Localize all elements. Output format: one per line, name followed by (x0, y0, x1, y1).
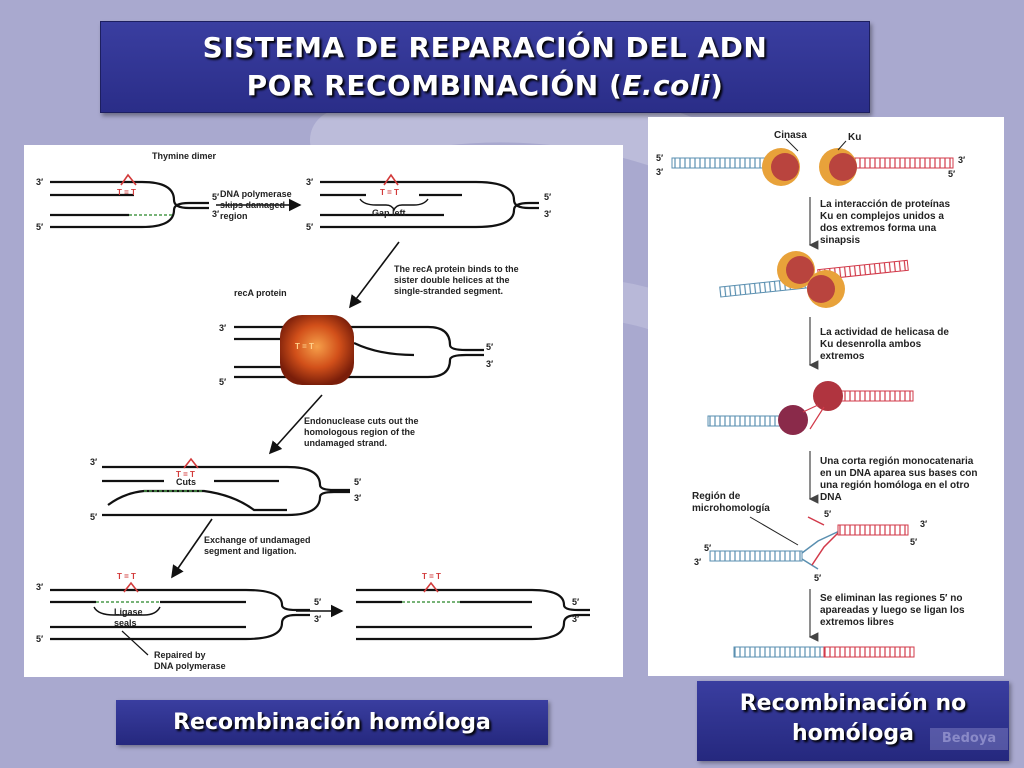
nhej-step3 (707, 381, 914, 435)
end-label: 3′ (354, 493, 361, 503)
label-ku: Ku (848, 132, 862, 143)
nhej-step4 (709, 516, 909, 570)
end-label: 5′ (36, 634, 43, 644)
end-label: 5′ (486, 342, 493, 352)
end-label: 5′ (948, 169, 955, 179)
label-step2: La actividad de helicasa de Ku desenroll… (820, 327, 949, 362)
dna-step3-top (234, 325, 484, 352)
end-label: 5′ (704, 543, 711, 553)
end-label: 5′ (656, 153, 663, 163)
end-label: 3′ (486, 359, 493, 369)
homologous-recombination-diagram: 3′5′ 5′3′ 3′5′ 5′3′ 3′5′ 5′3′ 3′5′ 5′3′ … (24, 145, 623, 677)
caption-non-homologous-line1: Recombinación no (739, 691, 967, 716)
end-label: 5′ (314, 597, 321, 607)
end-label: 5′ (36, 222, 43, 232)
nhej-step2 (719, 251, 909, 308)
label-microhomology: Región de microhomología (692, 491, 770, 514)
label-repaired-by: Repaired by DNA polymerase (154, 650, 226, 671)
end-label: 3′ (306, 177, 313, 187)
homologous-diagram-svg: 3′5′ 5′3′ 3′5′ 5′3′ 3′5′ 5′3′ 3′5′ 5′3′ … (36, 173, 590, 656)
label-endonuclease: Endonuclease cuts out the homologous reg… (304, 416, 419, 448)
label-step4: Se eliminan las regiones 5′ no apareadas… (820, 593, 965, 628)
label-reca-binds: The recA protein binds to the sister dou… (394, 264, 519, 296)
end-label: 5′ (306, 222, 313, 232)
dna-step2-top (320, 180, 539, 210)
end-label: 3′ (36, 177, 43, 187)
thymine-dimer-marks (120, 173, 439, 593)
end-label: 3′ (212, 209, 219, 219)
end-label: 3′ (656, 167, 663, 177)
caption-non-homologous: Recombinación no homóloga (697, 681, 1009, 761)
end-label: 3′ (90, 457, 97, 467)
slide-title-box: SISTEMA DE REPARACIÓN DEL ADN POR RECOMB… (100, 21, 870, 113)
end-label: 5′ (212, 192, 219, 202)
dimer-text: T = T (295, 342, 314, 351)
dna-step5-top (50, 588, 310, 612)
end-label: 3′ (694, 557, 701, 567)
caption-homologous: Recombinación homóloga (116, 700, 548, 745)
arrow-step3-to-4 (268, 394, 323, 455)
end-label: 3′ (219, 323, 226, 333)
arrow-step4-to-5 (171, 518, 213, 579)
end-label: 5′ (910, 537, 917, 547)
non-homologous-diagram-svg: 5′3′ 3′5′ 5′3′ 5′5′ 3′5′ (656, 138, 965, 658)
arrow-step2-to-3 (349, 241, 400, 309)
reca-protein-blob (280, 315, 354, 385)
end-label: 3′ (958, 155, 965, 165)
dna-step6-top (356, 588, 590, 612)
end-label: 5′ (572, 597, 579, 607)
end-label: 5′ (219, 377, 226, 387)
gap-brace (359, 198, 429, 212)
label-step3: Una corta región monocatenaria en un DNA… (820, 456, 978, 503)
dimer-text: T = T (422, 572, 441, 581)
label-thymine-dimer: Thymine dimer (152, 151, 217, 161)
dna-step4-top (102, 465, 350, 492)
end-label: 5′ (814, 573, 821, 583)
author-watermark: Bedoya (930, 728, 1008, 750)
non-homologous-recombination-diagram: 5′3′ 3′5′ 5′3′ 5′5′ 3′5′ Cinasa Ku La in… (648, 117, 1004, 676)
end-label: 3′ (544, 209, 551, 219)
nhej-step1 (671, 138, 954, 186)
slide-title-line2: POR RECOMBINACIÓN (E.coli) (246, 69, 724, 102)
label-reca-protein: recA protein (234, 288, 287, 298)
end-label: 3′ (920, 519, 927, 529)
label-exchange: Exchange of undamaged segment and ligati… (204, 535, 311, 556)
label-step1: La interacción de proteínas Ku en comple… (820, 199, 951, 246)
dna-step1-top (50, 180, 209, 210)
dimer-text: T = T (117, 188, 136, 197)
label-ligase-seals: Ligase seals (114, 607, 143, 628)
end-label: 3′ (314, 614, 321, 624)
ligase-bracket (93, 606, 161, 616)
end-label: 5′ (824, 509, 831, 519)
caption-non-homologous-line2: homóloga (791, 721, 915, 746)
end-label: 5′ (544, 192, 551, 202)
end-label: 5′ (90, 512, 97, 522)
label-cuts: Cuts (176, 477, 196, 487)
dimer-text: T = T (176, 470, 195, 479)
label-gap-left: Gap left (372, 208, 406, 218)
slide-title-line1: SISTEMA DE REPARACIÓN DEL ADN (202, 31, 768, 64)
dimer-text: T = T (380, 188, 399, 197)
dimer-text: T = T (117, 572, 136, 581)
label-dna-polymerase: DNA polymerase skips damaged region (220, 189, 292, 221)
end-label: 5′ (354, 477, 361, 487)
end-label: 3′ (572, 614, 579, 624)
end-label: 3′ (36, 582, 43, 592)
label-cinasa: Cinasa (774, 130, 807, 141)
